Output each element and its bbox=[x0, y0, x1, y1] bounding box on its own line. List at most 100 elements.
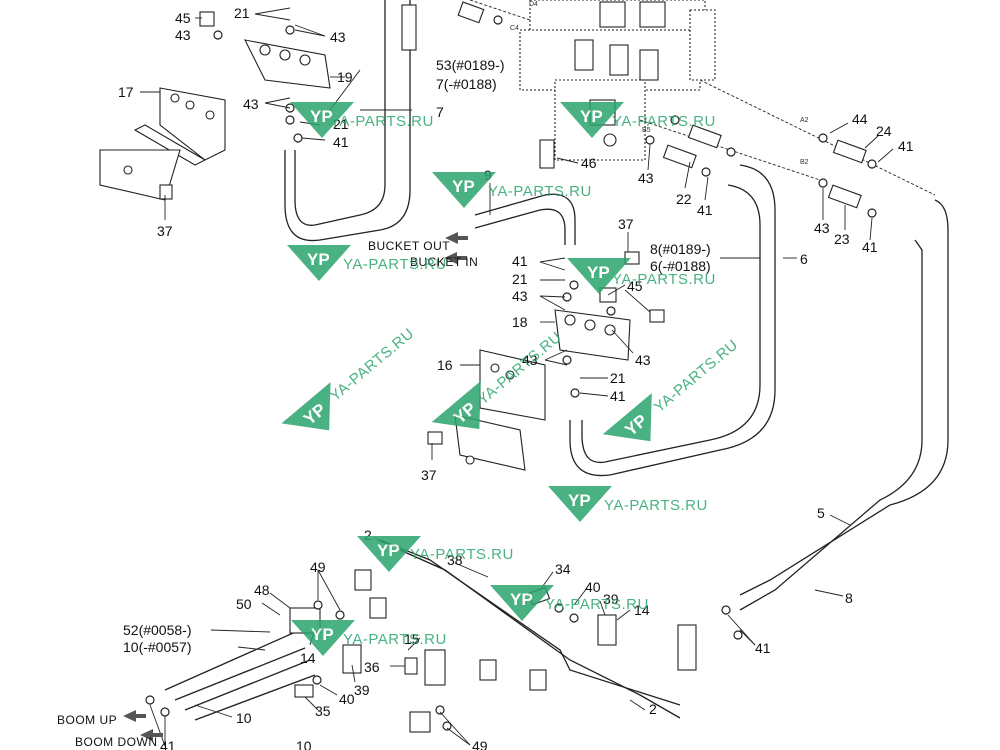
leader-lines bbox=[140, 7, 894, 747]
callout-18: 18 bbox=[512, 314, 528, 330]
callout-41: 41 bbox=[697, 202, 713, 218]
svg-text:YA-PARTS.RU: YA-PARTS.RU bbox=[343, 631, 447, 648]
callout-45: 45 bbox=[175, 10, 191, 26]
control-valve-block: D4 C4 A2 B2 B5 bbox=[469, 0, 936, 196]
callout-43: 43 bbox=[522, 352, 538, 368]
callout-48: 48 bbox=[254, 582, 270, 598]
callout-43: 43 bbox=[512, 288, 528, 304]
callout-2: 2 bbox=[364, 527, 372, 543]
callout-41: 41 bbox=[512, 253, 528, 269]
callout-19: 19 bbox=[337, 69, 353, 85]
svg-text:YP: YP bbox=[580, 107, 603, 126]
callout-14: 14 bbox=[300, 650, 316, 666]
callout-37: 37 bbox=[421, 467, 437, 483]
port-label-d4: D4 bbox=[529, 1, 538, 8]
callout-22: 22 bbox=[676, 191, 692, 207]
callout-6: 6(-#0188) bbox=[650, 258, 711, 274]
svg-text:YA-PARTS.RU: YA-PARTS.RU bbox=[651, 336, 741, 416]
manifold-block-19 bbox=[244, 39, 331, 89]
watermark-logo: YP bbox=[432, 172, 496, 208]
callout-21: 21 bbox=[234, 5, 250, 21]
flow-arrows bbox=[123, 232, 468, 741]
pipe-clamp-bracket bbox=[342, 614, 697, 686]
callout-6: 6 bbox=[800, 251, 808, 267]
callout-8: 8 bbox=[845, 590, 853, 606]
part-callouts: 45 21 43 43 53(#0189-) 7(-#0188) 19 17 4… bbox=[118, 5, 914, 750]
watermark-logo: YP bbox=[602, 393, 652, 442]
callout-21: 21 bbox=[610, 370, 626, 386]
callout-43: 43 bbox=[635, 352, 651, 368]
callout-43: 43 bbox=[638, 170, 654, 186]
svg-text:YA-PARTS.RU: YA-PARTS.RU bbox=[343, 256, 447, 273]
svg-text:YP: YP bbox=[311, 625, 334, 644]
callout-2: 2 bbox=[649, 701, 657, 717]
watermark-logo: YP bbox=[548, 486, 612, 522]
callout-41: 41 bbox=[755, 640, 771, 656]
svg-text:YP: YP bbox=[452, 177, 475, 196]
callout-45: 45 bbox=[627, 278, 643, 294]
boom-up-label: BOOM UP bbox=[57, 713, 117, 727]
callout-5: 5 bbox=[817, 505, 825, 521]
bucket-in-label: BUCKET IN bbox=[410, 255, 478, 269]
watermark-logo: YP bbox=[287, 245, 351, 281]
watermark-logo: YP bbox=[290, 102, 354, 138]
callout-10: 10(-#0057) bbox=[123, 639, 192, 655]
callout-43: 43 bbox=[175, 27, 191, 43]
callout-40: 40 bbox=[585, 579, 601, 595]
callout-41: 41 bbox=[610, 388, 626, 404]
svg-text:YA-PARTS.RU: YA-PARTS.RU bbox=[604, 497, 708, 514]
callout-37: 37 bbox=[618, 216, 634, 232]
svg-text:YP: YP bbox=[568, 491, 591, 510]
callout-44: 44 bbox=[852, 111, 868, 127]
callout-39: 39 bbox=[603, 591, 619, 607]
port-label-b5: B5 bbox=[642, 127, 651, 134]
callout-16: 16 bbox=[437, 357, 453, 373]
callout-21: 21 bbox=[512, 271, 528, 287]
bracket-16 bbox=[454, 349, 546, 471]
watermarks: YP YA-PARTS.RU YP YA-PARTS.RU YP YA-PART… bbox=[281, 102, 741, 656]
svg-text:YP: YP bbox=[310, 107, 333, 126]
callout-43: 43 bbox=[814, 220, 830, 236]
svg-text:YP: YP bbox=[587, 263, 610, 282]
callout-41: 41 bbox=[862, 239, 878, 255]
callout-43: 43 bbox=[330, 29, 346, 45]
svg-text:YA-PARTS.RU: YA-PARTS.RU bbox=[612, 113, 716, 130]
watermark-logo: YP bbox=[357, 536, 421, 572]
svg-text:YA-PARTS.RU: YA-PARTS.RU bbox=[330, 113, 434, 130]
watermark-logo: YP bbox=[291, 620, 355, 656]
boom-down-label: BOOM DOWN bbox=[75, 735, 158, 749]
callout-52: 52(#0058-) bbox=[123, 622, 192, 638]
watermark-logo: YP bbox=[560, 102, 624, 138]
port-label-b2: B2 bbox=[800, 159, 809, 166]
watermark-logo: YP bbox=[567, 258, 631, 294]
callout-43: 43 bbox=[243, 96, 259, 112]
svg-text:YA-PARTS.RU: YA-PARTS.RU bbox=[612, 271, 716, 288]
callout-8: 8(#0189-) bbox=[650, 241, 711, 257]
callout-34: 34 bbox=[555, 561, 571, 577]
callout-49: 49 bbox=[310, 559, 326, 575]
watermark-logo: YP bbox=[281, 382, 331, 431]
svg-text:YA-PARTS.RU: YA-PARTS.RU bbox=[545, 596, 649, 613]
hose-assemblies bbox=[164, 0, 949, 721]
port-label-c4: C4 bbox=[510, 25, 519, 32]
callout-50: 50 bbox=[236, 596, 252, 612]
svg-text:YP: YP bbox=[307, 250, 330, 269]
callout-23: 23 bbox=[834, 231, 850, 247]
callout-24: 24 bbox=[876, 123, 892, 139]
svg-text:YA-PARTS.RU: YA-PARTS.RU bbox=[327, 325, 417, 405]
callout-41: 41 bbox=[333, 134, 349, 150]
callout-38: 38 bbox=[447, 552, 463, 568]
callout-36: 36 bbox=[364, 659, 380, 675]
svg-text:YA-PARTS.RU: YA-PARTS.RU bbox=[488, 183, 592, 200]
port-label-a2: A2 bbox=[800, 117, 809, 124]
callout-41: 41 bbox=[898, 138, 914, 154]
callout-40: 40 bbox=[339, 691, 355, 707]
callout-49: 49 bbox=[472, 738, 488, 750]
callout-10: 10 bbox=[296, 738, 312, 750]
bracket-17 bbox=[99, 87, 226, 201]
callout-41: 41 bbox=[160, 738, 176, 750]
callout-46: 46 bbox=[581, 155, 597, 171]
svg-text:YP: YP bbox=[510, 590, 533, 609]
callout-14: 14 bbox=[634, 602, 650, 618]
